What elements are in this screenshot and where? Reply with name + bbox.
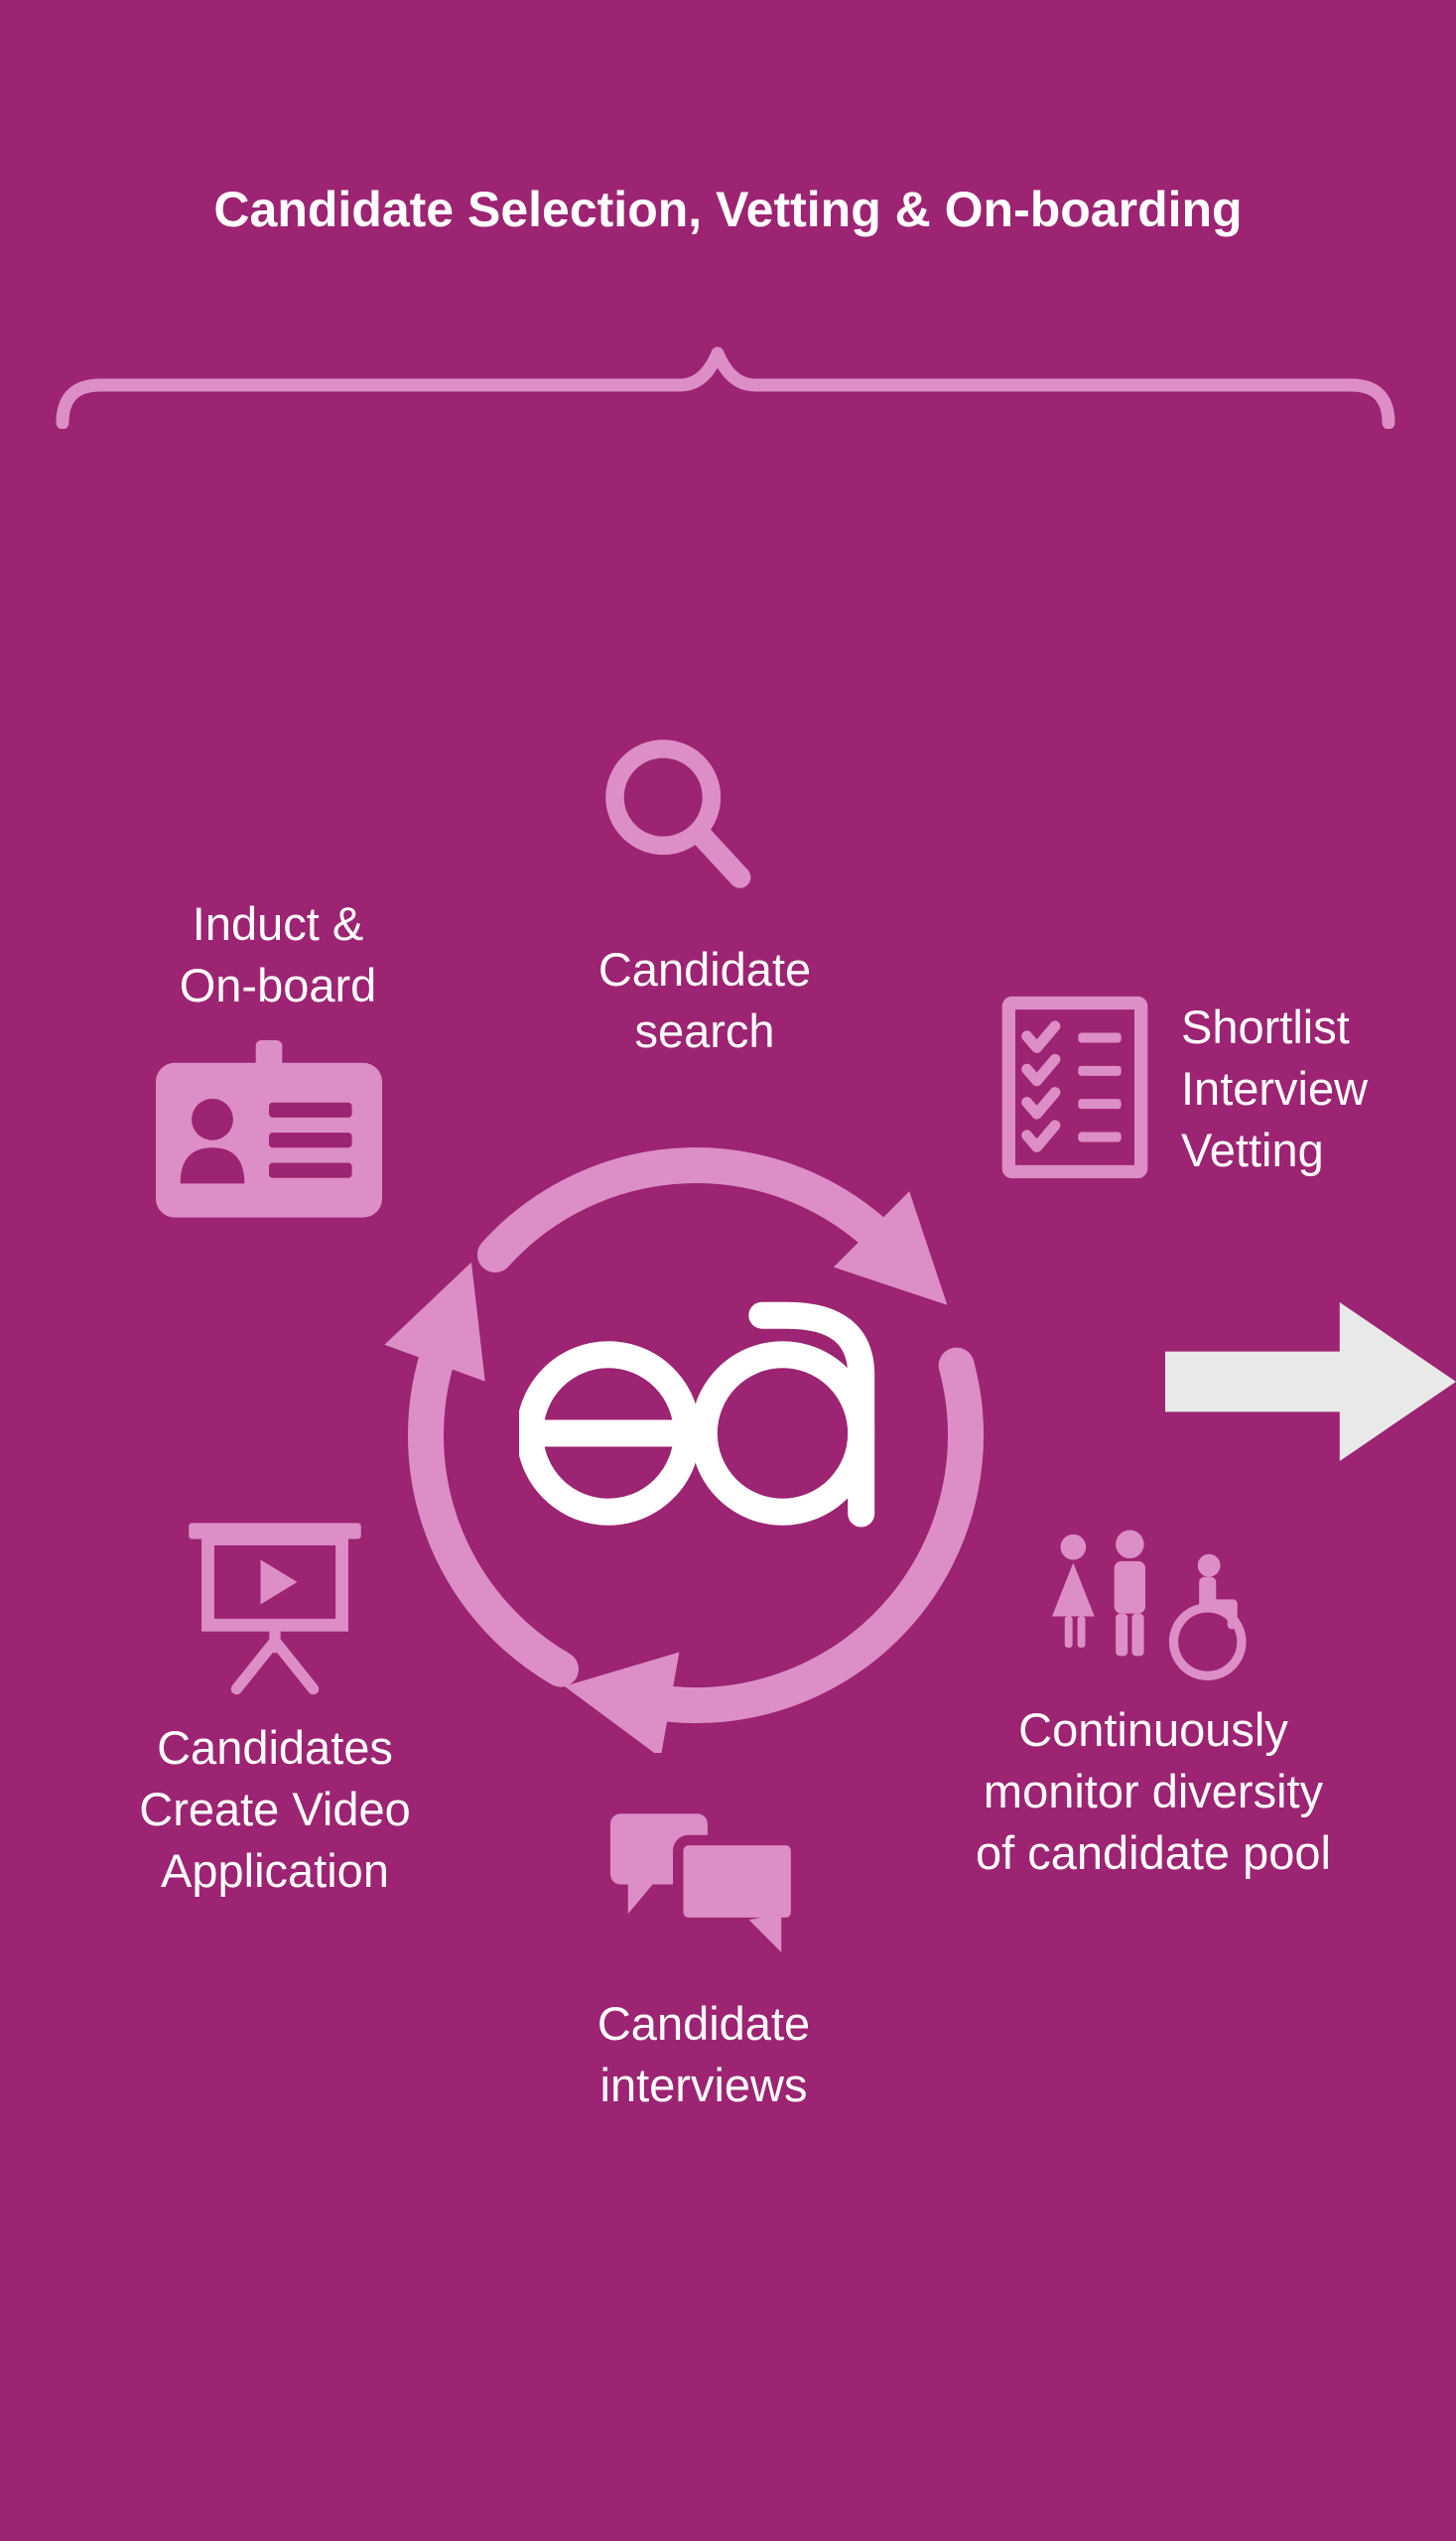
ea-logo	[519, 1301, 875, 1528]
stage-label-induct-onboard: Induct & On-board	[179, 897, 377, 1011]
group-bracket	[56, 346, 1395, 429]
stage-label-monitor-diversity: Continuously monitor diversity of candid…	[975, 1703, 1331, 1879]
stage-label-video-application: Candidates Create Video Application	[139, 1721, 411, 1897]
id-badge-icon	[156, 1040, 382, 1218]
checklist-icon	[1001, 996, 1148, 1179]
page-title: Candidate Selection, Vetting & On-boardi…	[213, 182, 1243, 237]
stage-label-shortlist-interview-vetting: Shortlist Interview Vetting	[1181, 1001, 1369, 1176]
stage-label-candidate-search: Candidate search	[597, 943, 812, 1057]
ea-logo-text: ea	[0, 0, 1, 1]
speech-bubbles-icon	[609, 1813, 802, 1952]
magnifier-icon	[605, 739, 751, 888]
stage-label-candidate-interviews: Candidate interviews	[596, 1997, 811, 2111]
cycle-arrows-icon	[384, 1147, 984, 1753]
next-step-arrow-icon	[1165, 1302, 1456, 1461]
people-diversity-icon	[1051, 1530, 1247, 1680]
presentation-video-icon	[189, 1523, 361, 1695]
